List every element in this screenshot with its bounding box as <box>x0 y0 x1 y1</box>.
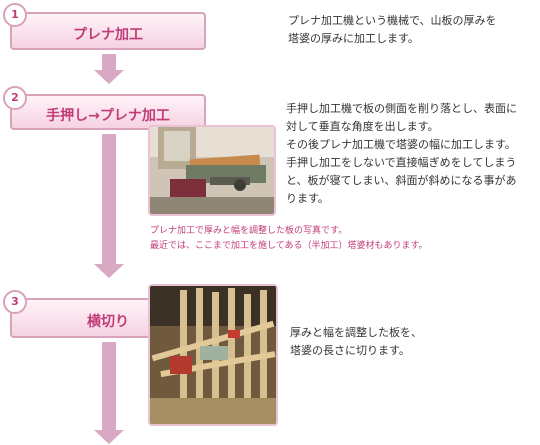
crosscut-photo-image <box>150 286 276 424</box>
step-2-description: 手押し加工機で板の側面を削り落とし、表面に 対して垂直な角度を出します。 その後… <box>286 102 517 205</box>
arrow-3-shaft <box>102 342 116 430</box>
step-2-title: 手押し→プレナ加工 <box>46 108 170 124</box>
step-1-description: プレナ加工機という機械で、山板の厚みを 塔婆の厚みに加工します。 <box>288 14 497 45</box>
arrow-2-head <box>94 264 124 278</box>
step-2-number: 2 <box>3 86 27 110</box>
step-1-box: プレナ加工 <box>10 12 206 50</box>
step-1-title: プレナ加工 <box>73 27 143 43</box>
planer-photo-image <box>150 127 274 214</box>
step-1-number: 1 <box>3 3 27 27</box>
step-3-title: 横切り <box>87 314 129 330</box>
planer-photo <box>148 125 276 216</box>
arrow-3-head <box>94 430 124 444</box>
photo-caption: プレナ加工で厚みと幅を調整した板の写真です。 最近では、ここまで加工を施してある… <box>150 226 428 251</box>
arrow-1-shaft <box>102 54 116 70</box>
step-3-description: 厚みと幅を調整した板を、 塔婆の長さに切ります。 <box>290 326 422 357</box>
arrow-1-head <box>94 70 124 84</box>
step-3-number: 3 <box>3 290 27 314</box>
crosscut-photo <box>148 284 278 426</box>
step-2-box: 手押し→プレナ加工 <box>10 94 206 130</box>
arrow-2-shaft <box>102 134 116 264</box>
